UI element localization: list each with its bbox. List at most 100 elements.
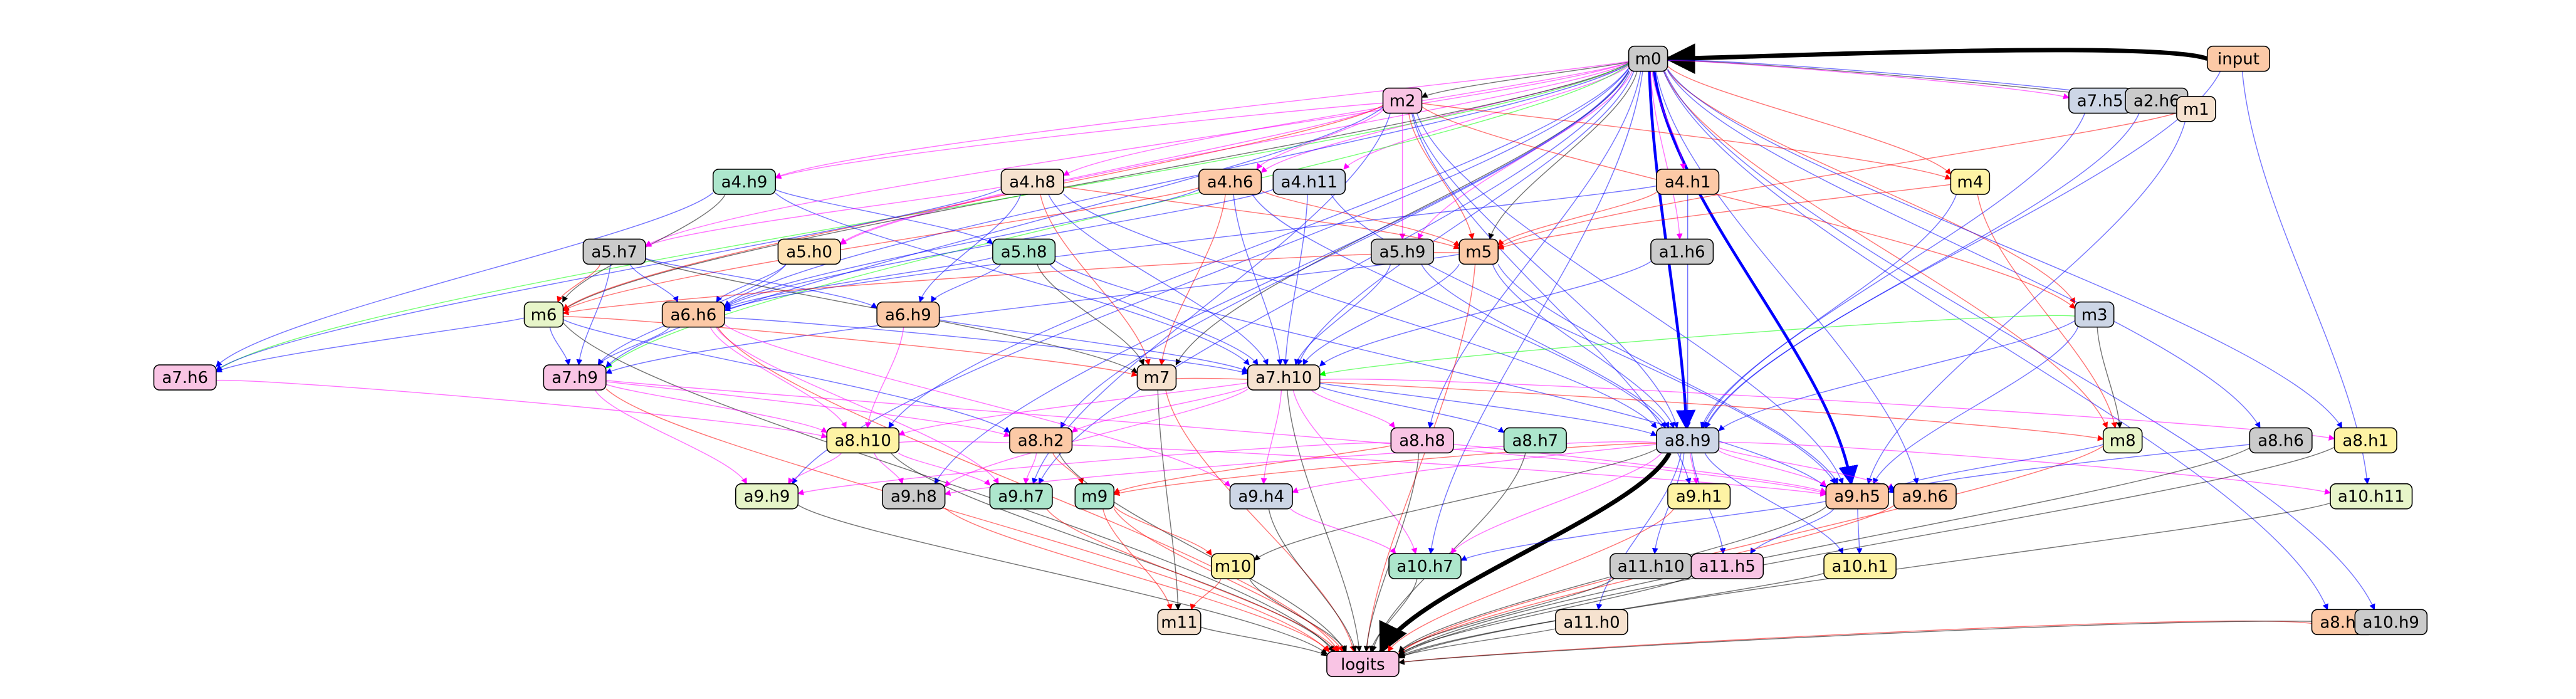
node-box (2102, 427, 2143, 454)
edge-a4.h8-to-m7 (1040, 194, 1151, 366)
node-label: a9.h8 (891, 488, 937, 507)
edge-m3-to-a8.h9 (1718, 320, 2076, 431)
edge-a8.h10-to-a9.h7 (898, 452, 991, 486)
node-box (1074, 483, 1115, 510)
edge-a4.h6-to-m5 (1261, 190, 1460, 247)
edge-m0-to-a4.h1 (1652, 71, 1687, 170)
edge-a6.h6-to-a7.h9 (598, 327, 671, 365)
node-a10-h1: a10.h1 (1823, 553, 1897, 579)
edge-a4.h9-to-a7.h10 (775, 192, 1250, 365)
edge-a4.h11-to-a7.h10 (1282, 194, 1308, 366)
edge-m0-to-a8.h8 (1427, 71, 1641, 429)
edge-m3-to-a7.h10 (1319, 315, 2075, 377)
edge-a7.h10-to-a10.h7 (1292, 389, 1418, 555)
node-m4: m4 (1950, 169, 1991, 195)
edge-a8.h9-to-a10.h11 (1719, 442, 2331, 495)
node-box (1229, 483, 1293, 510)
edge-m8-to-logits (1398, 445, 2104, 654)
edge-m5-to-a9.h5 (1497, 264, 1838, 485)
node-m10: m10 (1211, 553, 1255, 579)
edge-m4-to-m8 (1977, 194, 2118, 429)
edge-a7.h10-to-a8.h1 (1319, 379, 2335, 441)
edge-a9.h8-to-logits (945, 507, 1330, 652)
node-a5-h8: a5.h8 (992, 238, 1056, 265)
node-a8-h7: a8.h7 (1503, 427, 1567, 454)
edge-a5.h8-to-m7 (1037, 264, 1145, 366)
node-box (1656, 169, 1720, 195)
node-a6-h9: a6.h9 (876, 301, 940, 328)
node-label: a9.h6 (1902, 488, 1948, 507)
node-box (2249, 427, 2313, 454)
edge-m2-to-a4.h9 (775, 102, 1383, 179)
edge-a7.h10-to-a9.h4 (1260, 390, 1282, 485)
node-label: a9.h9 (744, 488, 790, 507)
edge-m0-to-m2 (1421, 61, 1629, 98)
node-box (1650, 238, 1714, 265)
node-box (826, 427, 900, 454)
edge-a6.h6-to-a8.h10 (709, 327, 847, 429)
edge-m0-to-a5.h7 (645, 61, 1629, 246)
node-box (1823, 553, 1897, 579)
edge-m2-to-m5 (1408, 113, 1475, 240)
node-a8-h1: a8.h1 (2333, 427, 2397, 454)
edge-m3-to-a9.h5 (1873, 327, 2079, 485)
node-box (2333, 427, 2397, 454)
node-a5-h7: a5.h7 (582, 238, 646, 265)
node-label: a5.h0 (786, 243, 832, 261)
edge-m0-to-a10.h7 (1428, 71, 1643, 555)
node-a7-h6: a7.h6 (153, 364, 217, 391)
node-box (992, 238, 1056, 265)
node-label: m3 (2081, 306, 2108, 325)
node-m1: m1 (2176, 96, 2216, 122)
edge-a4.h8-to-a5.h7 (645, 186, 1002, 247)
node-box (1211, 553, 1255, 579)
edge-a9.h5-to-a10.h7 (1460, 501, 1826, 561)
edge-a5.h7-to-a6.h9 (645, 258, 877, 308)
edge-a7.h10-to-a8.h7 (1319, 386, 1505, 433)
edge-m5-to-a7.h10 (1302, 264, 1460, 365)
node-label: a5.h8 (1001, 243, 1047, 261)
edge-a7.h10-to-a8.h10 (898, 382, 1248, 436)
node-box (1136, 364, 1177, 391)
node-a6-h6: a6.h6 (661, 301, 725, 328)
node-a8-h10: a8.h10 (826, 427, 900, 454)
node-a4-h11: a4.h11 (1272, 169, 1346, 195)
edge-m7-to-m11 (1157, 390, 1181, 611)
node-label: m7 (1144, 369, 1170, 387)
edge-a8.h10-to-a9.h9 (788, 453, 842, 485)
edge-m0-to-a9.h6 (1655, 71, 1919, 485)
node-a4-h1: a4.h1 (1656, 169, 1720, 195)
edge-m0-to-a4.h9 (775, 61, 1629, 179)
node-label: a11.h5 (1699, 557, 1756, 576)
edge-a7.h10-to-logits (1287, 390, 1362, 653)
edge-a8.h2-to-m9 (1052, 453, 1084, 485)
node-label: m5 (1465, 243, 1492, 261)
edge-a4.h11-to-a9.h5 (1331, 194, 1836, 485)
node-a9-h4: a9.h4 (1229, 483, 1293, 510)
edge-m4-to-a8.h9 (1700, 194, 1957, 429)
edge-a4.h1-to-a6.h6 (724, 185, 1657, 312)
edge-m0-to-a7.h6 (216, 62, 1629, 371)
edge-m6-to-a7.h9 (549, 327, 571, 366)
edge-a2.h6-to-a8.h9 (1704, 113, 2140, 429)
edge-a7.h10-to-a8.h9 (1319, 382, 1657, 436)
node-m0: m0 (1628, 45, 1668, 72)
node-box (523, 301, 564, 328)
edge-m6-to-a8.h2 (563, 318, 1010, 433)
edge-m2-to-m6 (562, 105, 1383, 310)
node-label: a2.h6 (2134, 92, 2180, 111)
node-label: a5.h7 (591, 243, 637, 261)
edge-a8.h10-to-a9.h5 (899, 441, 1827, 497)
node-a10-h9: a10.h9 (2354, 609, 2428, 636)
node-box (1247, 364, 1321, 391)
edge-a5.h8-to-a6.h9 (931, 263, 1002, 303)
node-label: a1.h6 (1659, 243, 1705, 261)
edge-m10-to-m11 (1190, 578, 1222, 611)
node-box (1000, 169, 1064, 195)
node-label: a4.h9 (721, 173, 768, 192)
edge-a6.h6-to-a9.h7 (715, 327, 999, 485)
node-a8-h8: a8.h8 (1390, 427, 1454, 454)
edge-m2-to-a4.h6 (1256, 109, 1384, 170)
edge-layer (216, 43, 2375, 665)
node-box (1555, 609, 1628, 636)
